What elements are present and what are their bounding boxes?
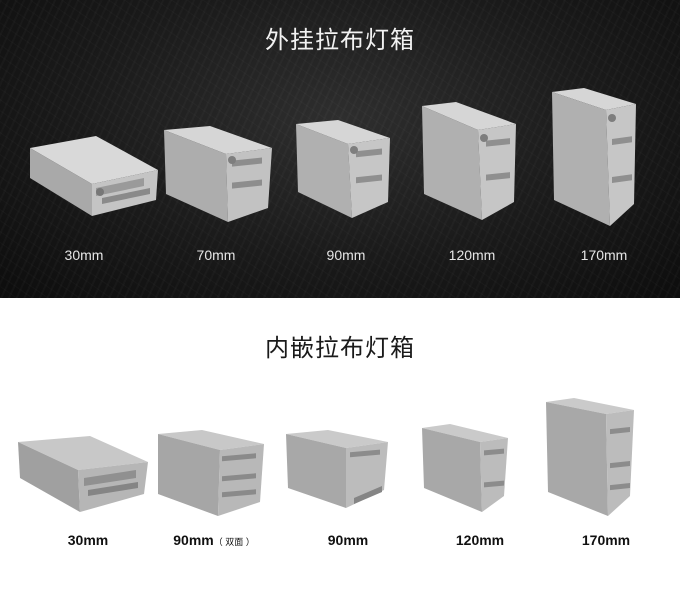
profile-label: 70mm bbox=[196, 247, 236, 263]
profile-image-170mm bbox=[544, 396, 636, 518]
profile-image-120mm bbox=[416, 102, 520, 222]
profile-image-120mm bbox=[420, 422, 510, 514]
profile-label: 30mm bbox=[64, 247, 104, 263]
recessed-section: 内嵌拉布灯箱 bbox=[0, 298, 680, 602]
profile-label: 170mm bbox=[581, 532, 631, 548]
profile-image-170mm bbox=[548, 88, 638, 228]
profile-image-30mm bbox=[26, 130, 160, 220]
outdoor-section: 外挂拉布灯箱 bbox=[0, 0, 680, 298]
profile-label: 120mm bbox=[448, 247, 496, 263]
profile-label: 90mm bbox=[327, 532, 369, 548]
profile-image-90mm bbox=[284, 428, 390, 510]
profile-label: 30mm bbox=[67, 532, 109, 548]
profile-label-double: 90mm（ 双面 ） bbox=[173, 532, 254, 548]
profile-image-90mm-double bbox=[156, 428, 266, 518]
profile-label-note: （ 双面 ） bbox=[213, 537, 255, 547]
profile-image-90mm bbox=[292, 118, 392, 220]
profile-label: 120mm bbox=[455, 532, 505, 548]
outdoor-section-title: 外挂拉布灯箱 bbox=[265, 27, 415, 54]
profile-label: 170mm bbox=[580, 247, 628, 263]
profile-label-size: 90mm bbox=[173, 532, 214, 548]
recessed-section-title: 内嵌拉布灯箱 bbox=[265, 335, 415, 362]
profile-image-70mm bbox=[162, 124, 274, 224]
profile-label: 90mm bbox=[326, 247, 366, 263]
profile-image-30mm bbox=[14, 434, 150, 514]
